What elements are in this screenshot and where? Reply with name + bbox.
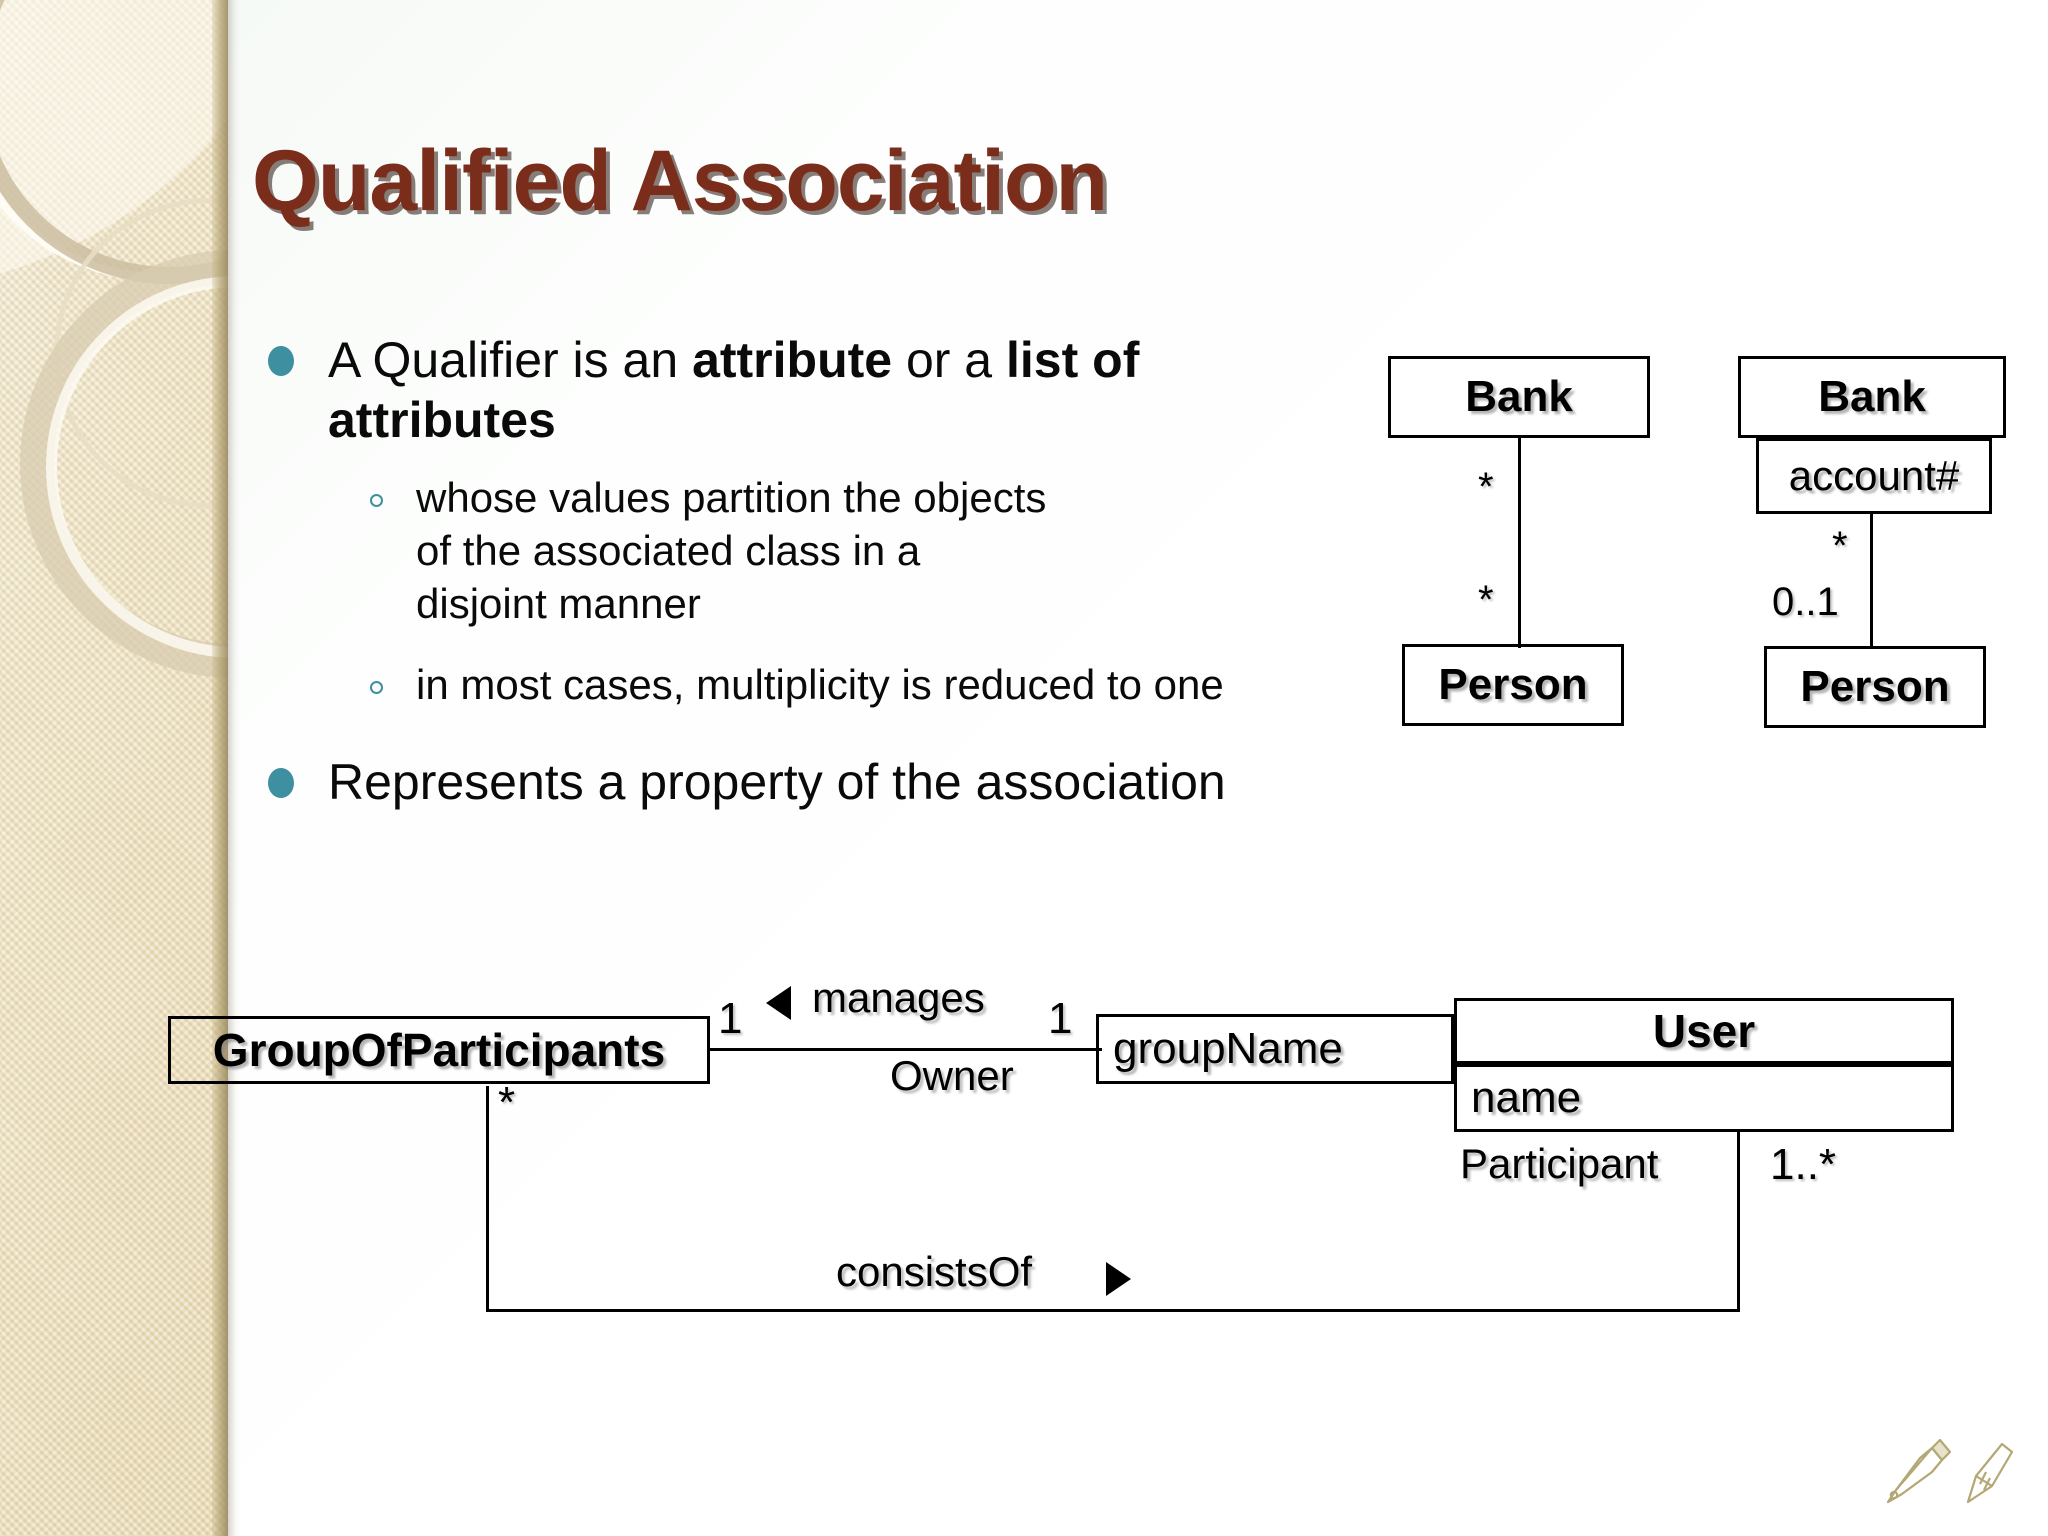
qualifier-box-account: account# xyxy=(1756,438,1992,514)
arrow-left-icon xyxy=(766,986,791,1020)
bullet-1-bold-attribute: attribute xyxy=(692,332,893,388)
pen-nib-icon xyxy=(1886,1438,1952,1504)
arrow-right-icon xyxy=(1106,1262,1131,1296)
assoc-line-manages xyxy=(710,1048,1102,1051)
assoc-label-consistsof: consistsOf xyxy=(836,1248,1033,1295)
bullet-2-text: Represents a property of the association xyxy=(328,753,1226,810)
consists-line-horizontal xyxy=(486,1309,1740,1312)
multiplicity-manages-left: 1 xyxy=(718,994,743,1043)
class-box-user-attribute: name xyxy=(1454,1064,1954,1132)
sidebar-drop-shadow xyxy=(228,0,240,1536)
body-content: A Qualifier is an attribute or a list of… xyxy=(268,330,1328,818)
consists-line-right-vertical xyxy=(1737,1132,1740,1312)
assoc-label-manages: manages xyxy=(812,974,985,1021)
multiplicity-consists-left: * xyxy=(498,1078,516,1127)
class-box-person-plain: Person xyxy=(1402,644,1624,726)
class-box-user-name: User xyxy=(1454,998,1954,1064)
bullet-dot-icon xyxy=(268,767,294,798)
pencil-icon xyxy=(1966,1442,2014,1504)
multiplicity-bank-qualified: * xyxy=(1832,524,1848,568)
page-title: Qualified Association xyxy=(252,133,1108,229)
consists-line-left-vertical xyxy=(486,1086,489,1312)
bullet-dot-icon xyxy=(268,346,294,376)
role-label-participant: Participant xyxy=(1460,1140,1659,1187)
sub-bullet-item-1: whose values partition the objects of th… xyxy=(348,472,1328,631)
sidebar-edge-stripe xyxy=(212,0,228,1536)
sub-bullet-dot-icon xyxy=(370,680,383,694)
decorative-sidebar xyxy=(0,0,228,1536)
qualifier-box-groupname: groupName xyxy=(1096,1014,1454,1084)
multiplicity-manages-right: 1 xyxy=(1048,994,1073,1043)
class-box-bank-qualified: Bank xyxy=(1738,356,2006,438)
class-box-groupofparticipants: GroupOfParticipants xyxy=(168,1016,710,1084)
bullet-1-bold-list: list of attributes xyxy=(328,332,1140,448)
assoc-line-plain xyxy=(1518,438,1521,648)
bullet-1-pre: A Qualifier is an xyxy=(328,332,693,388)
sub-bullet-1-text: whose values partition the objects of th… xyxy=(416,474,1047,627)
sub-bullet-item-2: in most cases, multiplicity is reduced t… xyxy=(348,659,1328,712)
assoc-line-qualified xyxy=(1870,514,1873,648)
class-box-bank-plain: Bank xyxy=(1388,356,1650,438)
multiplicity-person-qualified: 0..1 xyxy=(1772,580,1839,624)
multiplicity-consists-right: 1..* xyxy=(1770,1140,1837,1189)
bullet-1-text: A Qualifier is an attribute or a list of… xyxy=(328,330,1328,450)
multiplicity-bank-plain: * xyxy=(1478,465,1494,509)
bullet-item-1: A Qualifier is an attribute or a list of… xyxy=(268,330,1328,450)
bullet-1-mid: or a xyxy=(892,332,1007,388)
pen-decoration-group xyxy=(1886,1438,2014,1504)
sub-bullet-2-text: in most cases, multiplicity is reduced t… xyxy=(416,660,1224,708)
bullet-item-2: Represents a property of the association xyxy=(268,752,1328,812)
multiplicity-person-plain: * xyxy=(1478,578,1494,622)
sub-bullet-dot-icon xyxy=(370,494,383,507)
assoc-label-owner: Owner xyxy=(890,1052,1014,1099)
class-box-person-qualified: Person xyxy=(1764,646,1986,728)
